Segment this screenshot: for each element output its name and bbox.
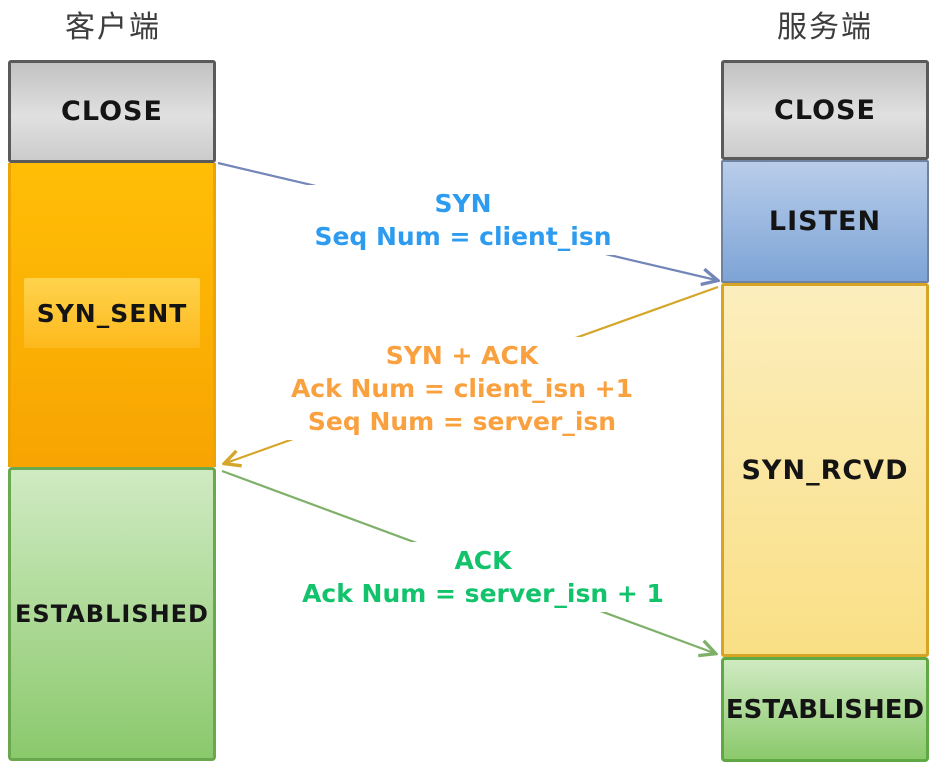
syn-sent-highlight: SYN_SENT xyxy=(24,278,200,348)
client-column-title: 客户端 xyxy=(65,10,161,45)
syn-ack-message-label: SYN + ACK Ack Num = client_isn +1 Seq Nu… xyxy=(274,337,650,440)
ack-message-label: ACK Ack Num = server_isn + 1 xyxy=(286,542,680,612)
message-line: ACK xyxy=(454,546,512,575)
server-state-listen: LISTEN xyxy=(721,160,929,283)
syn-message-label: SYN Seq Num = client_isn xyxy=(298,185,628,255)
message-line: Seq Num = client_isn xyxy=(314,222,612,251)
server-state-syn-rcvd: SYN_RCVD xyxy=(721,283,929,657)
server-column-title: 服务端 xyxy=(777,10,873,45)
state-label: LISTEN xyxy=(768,206,882,237)
client-state-syn-sent: SYN_SENT xyxy=(8,163,216,467)
client-state-established: ESTABLISHED xyxy=(8,467,216,761)
state-label: SYN_RCVD xyxy=(741,454,909,486)
message-line: SYN + ACK xyxy=(385,341,539,370)
state-label: ESTABLISHED xyxy=(15,600,209,628)
message-line: SYN xyxy=(434,189,492,218)
state-label: CLOSE xyxy=(774,94,876,126)
state-label: ESTABLISHED xyxy=(725,694,925,725)
message-line: Ack Num = server_isn + 1 xyxy=(302,579,664,608)
message-line: Ack Num = client_isn +1 xyxy=(290,374,634,403)
client-state-close: CLOSE xyxy=(8,60,216,163)
server-state-close: CLOSE xyxy=(721,60,929,160)
state-label: SYN_SENT xyxy=(36,298,188,328)
state-label: CLOSE xyxy=(61,96,163,127)
message-line: Seq Num = server_isn xyxy=(307,407,617,436)
server-state-established: ESTABLISHED xyxy=(721,657,929,762)
